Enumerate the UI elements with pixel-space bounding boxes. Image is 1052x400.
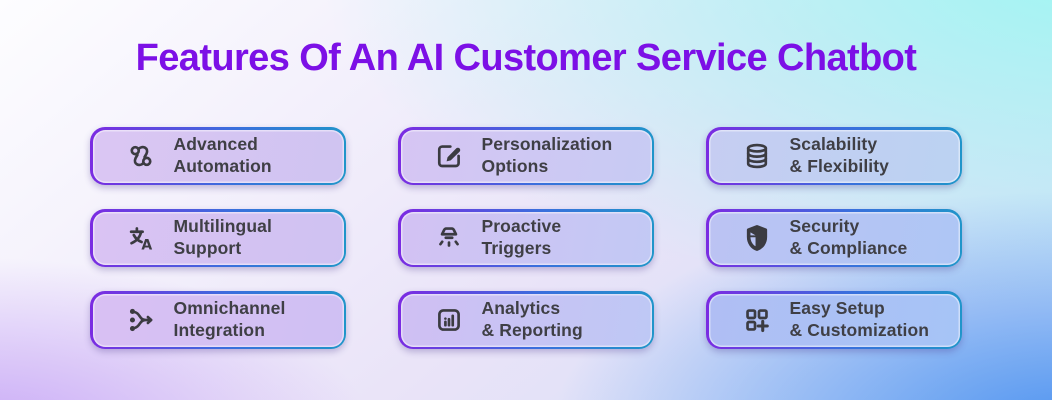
merge-icon <box>125 304 157 336</box>
feature-card-scalability-flexibility: Scalability & Flexibility <box>706 127 962 185</box>
feature-card-multilingual-support: A Multilingual Support <box>90 209 346 267</box>
sensor-icon <box>433 222 465 254</box>
feature-card-advanced-automation: Advanced Automation <box>90 127 346 185</box>
feature-card-personalization-options: Personalization Options <box>398 127 654 185</box>
translate-icon: A <box>125 222 157 254</box>
feature-label: Analytics & Reporting <box>482 298 583 342</box>
feature-line2: & Compliance <box>789 238 908 258</box>
feature-card-proactive-triggers: Proactive Triggers <box>398 209 654 267</box>
feature-line2: Options <box>481 156 549 176</box>
feature-label: Scalability & Flexibility <box>790 134 890 178</box>
feature-card-analytics-reporting: Analytics & Reporting <box>398 291 654 349</box>
database-icon <box>741 140 773 172</box>
feature-line1: Scalability <box>789 134 878 155</box>
page-title: Features Of An AI Customer Service Chatb… <box>135 37 917 79</box>
feature-label: Security & Compliance <box>790 216 908 260</box>
feature-line2: Integration <box>173 320 266 340</box>
feature-card-security-compliance: Security & Compliance <box>706 209 962 267</box>
feature-card-omnichannel-integration: Omnichannel Integration <box>90 291 346 349</box>
edit-square-icon <box>433 140 465 172</box>
feature-card-easy-setup-customization: Easy Setup & Customization <box>706 291 962 349</box>
feature-label: Personalization Options <box>482 134 613 178</box>
feature-line2: & Reporting <box>481 320 583 340</box>
automation-icon <box>125 140 157 172</box>
feature-line1: Multilingual <box>173 216 272 237</box>
feature-line2: Automation <box>173 156 272 176</box>
feature-label: Advanced Automation <box>174 134 272 178</box>
feature-label: Multilingual Support <box>174 216 272 260</box>
feature-line1: Analytics <box>481 298 561 319</box>
feature-line1: Advanced <box>173 134 258 155</box>
feature-line2: Support <box>173 238 242 258</box>
feature-label: Easy Setup & Customization <box>790 298 930 342</box>
feature-line2: & Customization <box>789 320 930 340</box>
shield-icon <box>741 222 773 254</box>
feature-label: Omnichannel Integration <box>174 298 286 342</box>
feature-line1: Proactive <box>481 216 562 237</box>
feature-label: Proactive Triggers <box>482 216 562 260</box>
feature-line1: Personalization <box>481 134 613 155</box>
feature-line1: Easy Setup <box>789 298 885 319</box>
feature-line1: Omnichannel <box>173 298 286 319</box>
widgets-add-icon <box>741 304 773 336</box>
svg-text:A: A <box>141 237 152 253</box>
feature-line1: Security <box>789 216 860 237</box>
features-grid: Advanced Automation Personalization Opti… <box>90 127 962 349</box>
feature-line2: Triggers <box>481 238 552 258</box>
feature-line2: & Flexibility <box>789 156 890 176</box>
chart-square-icon <box>433 304 465 336</box>
